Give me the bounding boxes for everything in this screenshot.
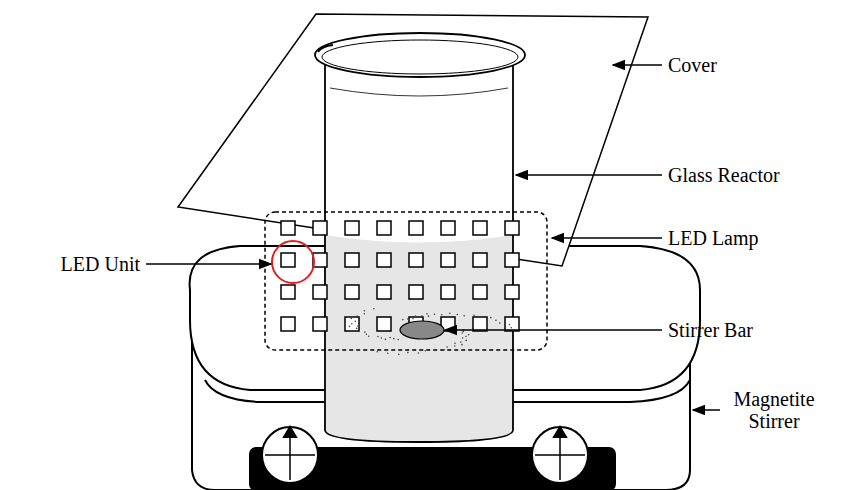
agitation-dot — [389, 337, 391, 339]
led-square — [377, 317, 391, 331]
agitation-dot — [465, 340, 467, 342]
led-square — [345, 253, 359, 267]
led-unit-label: LED Unit — [61, 253, 140, 275]
led-square — [345, 285, 359, 299]
agitation-dot — [434, 350, 436, 352]
led-square — [281, 253, 295, 267]
led-square — [505, 317, 519, 331]
agitation-dot — [364, 313, 366, 315]
agitation-dot — [495, 320, 497, 322]
stirrer-bar-label: Stirrer Bar — [668, 319, 753, 341]
agitation-dot — [443, 349, 445, 351]
led-square — [409, 253, 423, 267]
agitation-dot — [385, 339, 387, 341]
led-square — [281, 317, 295, 331]
agitation-dot — [397, 339, 399, 341]
agitation-dot — [351, 318, 353, 320]
agitation-dot — [424, 350, 426, 352]
agitation-dot — [373, 308, 375, 310]
agitation-dot — [473, 315, 475, 317]
agitation-dot — [364, 331, 366, 333]
agitation-dot — [428, 315, 430, 317]
led-square — [377, 285, 391, 299]
agitation-dot — [398, 354, 400, 356]
agitation-dot — [441, 314, 443, 316]
led-square — [505, 221, 519, 235]
led-square — [409, 285, 423, 299]
agitation-dot — [462, 331, 464, 333]
agitation-dot — [480, 317, 482, 319]
agitation-dot — [356, 330, 358, 332]
led-square — [281, 221, 295, 235]
agitation-dot — [449, 312, 451, 314]
agitation-dot — [356, 328, 358, 330]
led-square — [473, 285, 487, 299]
agitation-dot — [426, 313, 428, 315]
agitation-dot — [356, 315, 358, 317]
agitation-dot — [463, 315, 465, 317]
agitation-dot — [366, 333, 368, 335]
led-square — [505, 285, 519, 299]
led-square — [473, 317, 487, 331]
agitation-dot — [418, 352, 420, 354]
agitation-dot — [510, 327, 512, 329]
stirrer-label: Magnetite Stirrer — [724, 388, 824, 432]
agitation-dot — [376, 351, 378, 353]
agitation-dot — [368, 335, 370, 337]
led-unit-highlight — [272, 241, 314, 283]
led-square — [313, 253, 327, 267]
agitation-dot — [412, 318, 414, 320]
led-square — [441, 253, 455, 267]
led-square — [505, 253, 519, 267]
agitation-dot — [407, 352, 409, 354]
led-square — [441, 285, 455, 299]
agitation-dot — [454, 342, 456, 344]
agitation-dot — [454, 345, 456, 347]
agitation-dot — [349, 326, 351, 328]
led-square — [377, 221, 391, 235]
led-square — [313, 285, 327, 299]
stirrer-bar — [349, 308, 513, 355]
agitation-dot — [377, 336, 379, 338]
agitation-dot — [402, 319, 404, 321]
led-square — [345, 317, 359, 331]
agitation-dot — [351, 323, 353, 325]
lamp-label: LED Lamp — [668, 227, 759, 249]
agitation-dot — [415, 315, 417, 317]
led-square — [473, 221, 487, 235]
agitation-dot — [407, 318, 409, 320]
agitation-dot — [468, 334, 470, 336]
agitation-dot — [460, 341, 462, 343]
agitation-dot — [490, 317, 492, 319]
agitation-dot — [446, 346, 448, 348]
led-units — [281, 221, 519, 331]
agitation-dot — [509, 324, 511, 326]
led-square — [281, 285, 295, 299]
reactor-label: Glass Reactor — [668, 164, 780, 186]
led-square — [377, 253, 391, 267]
glass-reactor — [315, 33, 525, 442]
led-square — [313, 317, 327, 331]
agitation-dot — [461, 332, 463, 334]
agitation-dot — [461, 344, 463, 346]
cover-label: Cover — [668, 54, 717, 76]
led-square — [473, 253, 487, 267]
agitation-dot — [434, 313, 436, 315]
led-square — [313, 221, 327, 235]
leader-lines — [146, 65, 720, 410]
agitation-dot — [462, 337, 464, 339]
agitation-dot — [381, 337, 383, 339]
agitation-dot — [393, 338, 395, 340]
led-square — [345, 221, 359, 235]
agitation-dot — [499, 322, 501, 324]
led-square — [441, 221, 455, 235]
agitation-dot — [421, 315, 423, 317]
led-square — [409, 221, 423, 235]
agitation-dot — [387, 352, 389, 354]
agitation-dot — [354, 320, 356, 322]
agitation-dot — [364, 310, 366, 312]
agitation-dot — [357, 325, 359, 327]
agitation-dot — [465, 336, 467, 338]
agitation-dot — [456, 314, 458, 316]
